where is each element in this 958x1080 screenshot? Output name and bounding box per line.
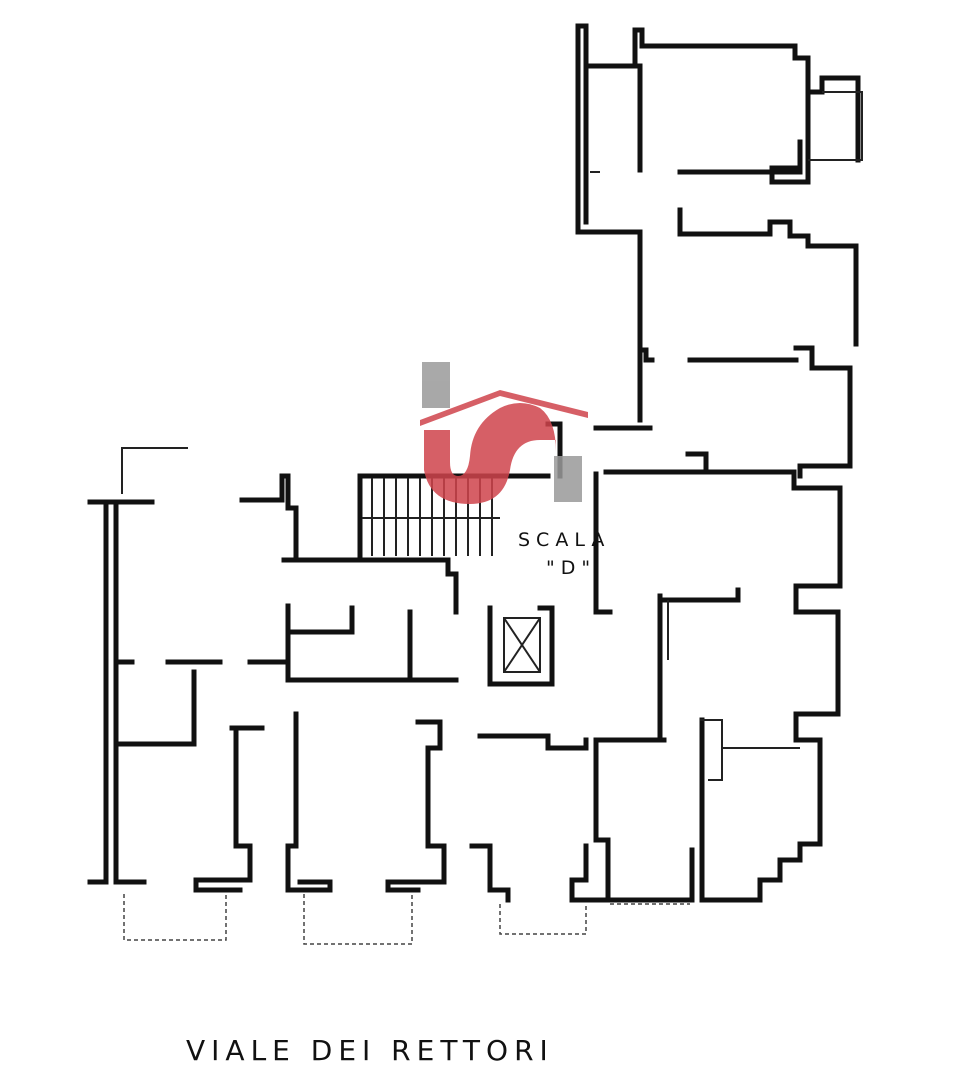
watermark-logo [420,362,588,504]
elevator-shaft [487,605,555,687]
logo-bar-top [422,362,450,408]
street-name-label: VIALE DEI RETTORI [186,1034,554,1067]
east-wing-walls [593,451,843,905]
stair-d [357,421,563,687]
stair-label-line2: "D" [546,557,596,579]
logo-swirl [424,403,556,504]
logo-roof [420,390,588,426]
northeast-wing-walls [575,23,863,479]
central-walls [281,557,589,751]
logo-bar-bottom [554,456,582,502]
west-wing-walls [87,447,611,945]
labels: SCALA "D" VIALE DEI RETTORI [186,529,610,1067]
stair-label-line1: SCALA [518,529,610,551]
